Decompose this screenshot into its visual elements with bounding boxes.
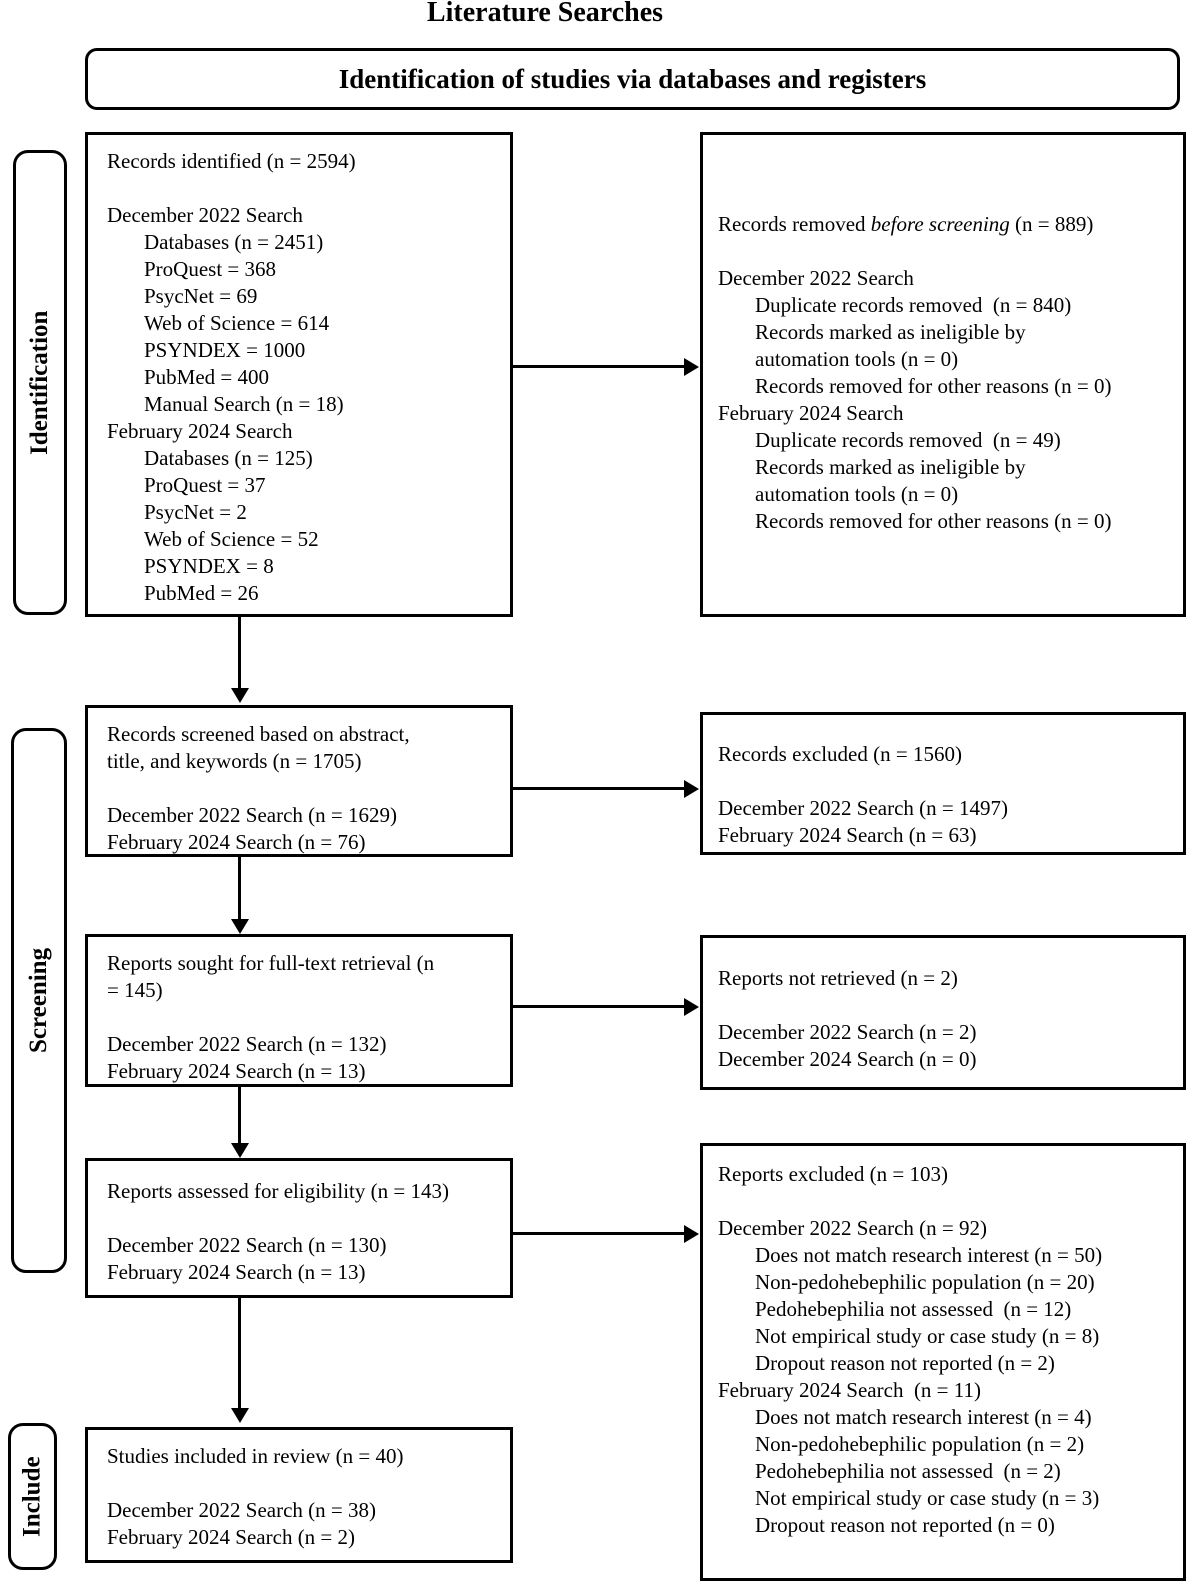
text-line: Not empirical study or case study (n = 3… <box>755 1486 1100 1510</box>
text-line: PSYNDEX = 1000 <box>144 338 306 362</box>
text-line: Web of Science = 52 <box>144 527 319 551</box>
text-line: Records removed for other reasons (n = 0… <box>755 509 1112 533</box>
header-banner-label: Identification of studies via databases … <box>338 63 927 94</box>
text-line <box>718 238 1175 265</box>
box-records-excluded: Records excluded (n = 1560) December 202… <box>700 712 1186 855</box>
text-line: = 145) <box>107 978 163 1002</box>
text-line: Records removed before screening (n = 88… <box>718 212 1094 236</box>
text-line: PsycNet = 2 <box>144 500 247 524</box>
text-line: Reports not retrieved (n = 2) <box>718 966 958 990</box>
box-studies-included: Studies included in review (n = 40) Dece… <box>85 1427 513 1563</box>
text-line: February 2024 Search (n = 76) <box>107 830 366 854</box>
text-line: automation tools (n = 0) <box>755 347 959 371</box>
text-line: December 2022 Search (n = 2) <box>718 1020 977 1044</box>
text-line: Reports excluded (n = 103) <box>718 1162 948 1186</box>
text-line: Studies included in review (n = 40) <box>107 1444 404 1468</box>
text-line <box>718 992 1175 1019</box>
text-line: December 2022 Search (n = 130) <box>107 1233 387 1257</box>
text-line: Records excluded (n = 1560) <box>718 742 962 766</box>
text-line: December 2022 Search (n = 1497) <box>718 796 1008 820</box>
text-line: PsycNet = 69 <box>144 284 258 308</box>
text-line: December 2022 Search (n = 92) <box>718 1216 987 1240</box>
text-line <box>107 1205 502 1232</box>
text-line: February 2024 Search (n = 13) <box>107 1260 366 1284</box>
box-reports-excluded: Reports excluded (n = 103) December 2022… <box>700 1143 1186 1581</box>
text-line: Duplicate records removed (n = 49) <box>755 428 1061 452</box>
text-line: February 2024 Search (n = 13) <box>107 1059 366 1083</box>
box-records-identified: Records identified (n = 2594) December 2… <box>85 132 513 617</box>
stage-label-include-text: Include <box>18 1456 46 1537</box>
stage-label-include: Include <box>8 1423 57 1570</box>
text-line: Manual Search (n = 18) <box>144 392 344 416</box>
box-reports-sought: Reports sought for full-text retrieval (… <box>85 934 513 1087</box>
text-line: December 2022 Search <box>718 266 914 290</box>
text-line: Pedohebephilia not assessed (n = 12) <box>755 1297 1072 1321</box>
figure-title: Literature Searches <box>426 0 664 28</box>
text-line: PubMed = 26 <box>144 581 259 605</box>
text-line <box>718 768 1175 795</box>
text-line: Records marked as ineligible by <box>755 455 1026 479</box>
text-line <box>107 175 502 202</box>
text-line: Does not match research interest (n = 4) <box>755 1405 1092 1429</box>
text-line <box>107 775 502 802</box>
text-line: Duplicate records removed (n = 840) <box>755 293 1072 317</box>
text-line <box>107 1004 502 1031</box>
stage-label-identification-text: Identification <box>26 310 53 455</box>
text-line: February 2024 Search (n = 11) <box>718 1378 981 1402</box>
text-line: automation tools (n = 0) <box>755 482 959 506</box>
box-records-removed-before-screening: Records removed before screening (n = 88… <box>700 132 1186 617</box>
text-line: Records marked as ineligible by <box>755 320 1026 344</box>
text-line: ProQuest = 368 <box>144 257 277 281</box>
text-line <box>107 1470 502 1497</box>
text-line: ProQuest = 37 <box>144 473 266 497</box>
text-line: December 2024 Search (n = 0) <box>718 1047 977 1071</box>
text-line: Does not match research interest (n = 50… <box>755 1243 1103 1267</box>
text-line: February 2024 Search <box>718 401 904 425</box>
text-line: Reports assessed for eligibility (n = 14… <box>107 1179 449 1203</box>
text-line: Databases (n = 125) <box>144 446 313 470</box>
text-line: December 2022 Search (n = 38) <box>107 1498 376 1522</box>
text-line: Web of Science = 614 <box>144 311 330 335</box>
text-line <box>718 1188 1175 1215</box>
text-line: Not empirical study or case study (n = 8… <box>755 1324 1100 1348</box>
text-line: December 2022 Search <box>107 203 303 227</box>
text-line: Records removed for other reasons (n = 0… <box>755 374 1112 398</box>
box-records-screened: Records screened based on abstract, title… <box>85 705 513 857</box>
text-line: Records identified (n = 2594) <box>107 149 356 173</box>
box-reports-assessed: Reports assessed for eligibility (n = 14… <box>85 1158 513 1298</box>
text-line: PSYNDEX = 8 <box>144 554 274 578</box>
text-line: December 2022 Search (n = 1629) <box>107 803 397 827</box>
text-line: February 2024 Search <box>107 419 293 443</box>
text-line: February 2024 Search (n = 2) <box>107 1525 356 1549</box>
text-line: title, and keywords (n = 1705) <box>107 749 362 773</box>
header-banner: Identification of studies via databases … <box>85 48 1180 110</box>
stage-label-screening: Screening <box>11 728 67 1273</box>
text-line: PubMed = 400 <box>144 365 270 389</box>
text-line: Pedohebephilia not assessed (n = 2) <box>755 1459 1061 1483</box>
box-reports-not-retrieved: Reports not retrieved (n = 2) December 2… <box>700 935 1186 1090</box>
text-line: Records screened based on abstract, <box>107 722 410 746</box>
text-line: Non-pedohebephilic population (n = 2) <box>755 1432 1085 1456</box>
text-line: Dropout reason not reported (n = 2) <box>755 1351 1055 1375</box>
text-line: December 2022 Search (n = 132) <box>107 1032 387 1056</box>
text-line: Databases (n = 2451) <box>144 230 324 254</box>
stage-label-screening-text: Screening <box>25 947 52 1054</box>
text-line: February 2024 Search (n = 63) <box>718 823 977 847</box>
text-line: Dropout reason not reported (n = 0) <box>755 1513 1055 1537</box>
text-line: Reports sought for full-text retrieval (… <box>107 951 435 975</box>
stage-label-identification: Identification <box>13 150 67 615</box>
text-line: Non-pedohebephilic population (n = 20) <box>755 1270 1095 1294</box>
